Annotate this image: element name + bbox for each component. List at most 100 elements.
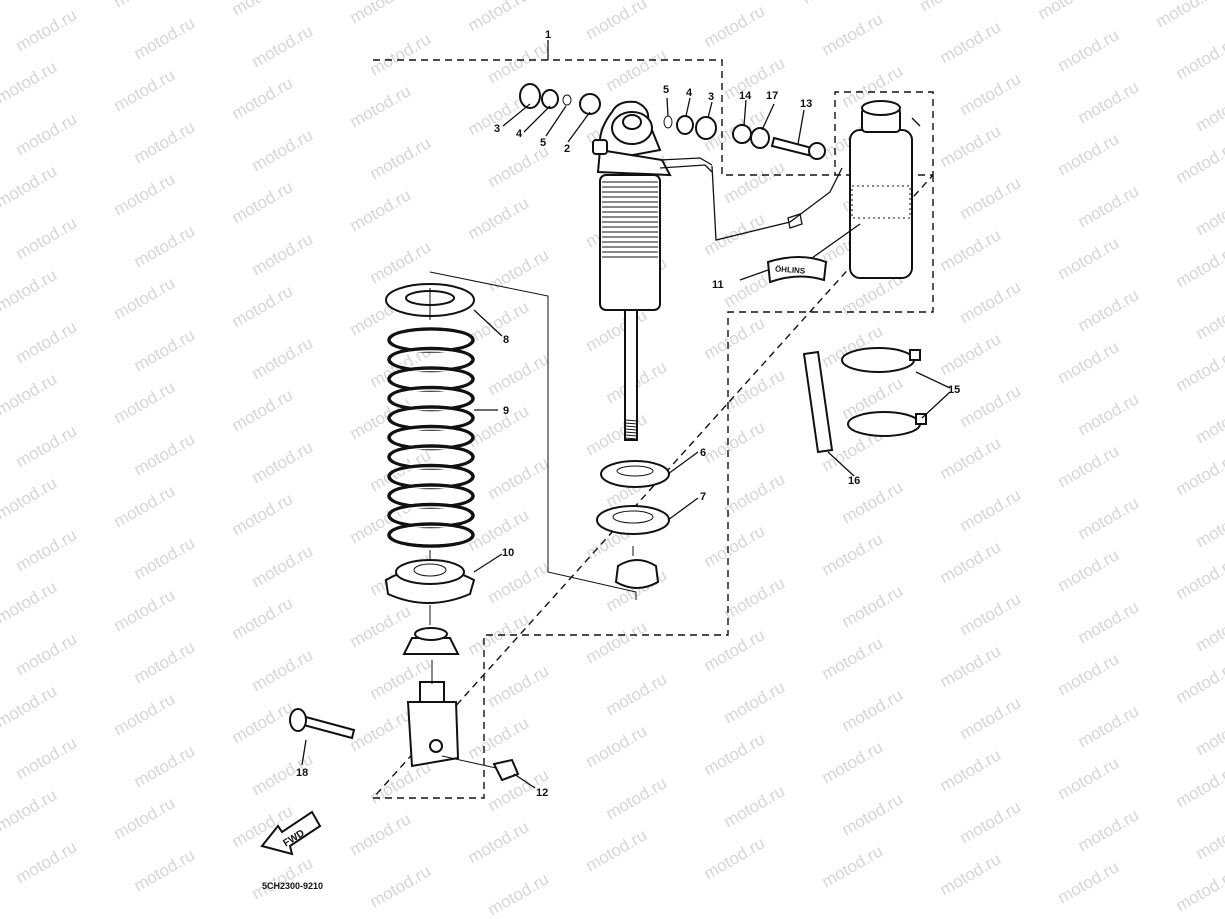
watermark-text: motod.ru [485, 37, 553, 87]
watermark-text: motod.ru [603, 45, 671, 95]
watermark-text: motod.ru [347, 809, 415, 859]
callout-12[interactable]: 12 [536, 787, 548, 799]
watermark-text: motod.ru [721, 781, 789, 831]
spring-coil-highlight [391, 408, 471, 428]
spring-coil-highlight [391, 486, 471, 506]
watermark-text: motod.ru [131, 221, 199, 271]
watermark-text: motod.ru [819, 529, 887, 579]
watermark-text: motod.ru [937, 329, 1005, 379]
watermark-text: motod.ru [465, 713, 533, 763]
watermark-text: motod.ru [819, 841, 887, 891]
spring-coil-highlight [391, 369, 471, 389]
watermark-text: motod.ru [1055, 337, 1123, 387]
damper-shaft [624, 309, 638, 441]
watermark-text: motod.ru [957, 485, 1025, 535]
watermark-text: motod.ru [131, 533, 199, 583]
watermark-text: motod.ru [1193, 397, 1225, 447]
watermark-text: motod.ru [465, 193, 533, 243]
watermark-text: motod.ru [1055, 753, 1123, 803]
watermark-text: motod.ru [347, 0, 415, 27]
watermark-text: motod.ru [701, 417, 769, 467]
callout-4[interactable]: 4 [516, 128, 523, 140]
shaft-thread-line [624, 428, 638, 431]
watermark-text: motod.ru [13, 525, 81, 575]
watermark-text: motod.ru [603, 773, 671, 823]
watermark-text: motod.ru [1075, 493, 1143, 543]
shock-body[interactable] [592, 100, 843, 311]
mount-bolt [289, 708, 356, 740]
watermark-text: motod.ru [937, 849, 1005, 899]
reservoir[interactable] [849, 100, 921, 279]
watermark-text: motod.ru [0, 265, 60, 315]
watermark-text: motod.ru [957, 693, 1025, 743]
callout-3[interactable]: 3 [494, 123, 500, 135]
watermark-text: motod.ru [485, 349, 553, 399]
watermark-text: motod.ru [0, 0, 60, 3]
callout-labels: 1 2 3 3 4 4 5 5 6 7 8 9 10 11 12 13 14 1… [296, 29, 960, 799]
watermark-text: motod.ru [0, 369, 60, 419]
callout-18[interactable]: 18 [296, 767, 308, 779]
shaft-thread-line [624, 422, 638, 425]
watermark-text: motod.ru [0, 785, 60, 835]
watermark-text: motod.ru [249, 645, 317, 695]
watermark-text: motod.ru [131, 637, 199, 687]
watermark-text: motod.ru [1055, 857, 1123, 907]
shaft-thread-line [624, 431, 638, 434]
watermark-text: motod.ru [1055, 25, 1123, 75]
watermark-text: motod.ru [13, 109, 81, 159]
ohlins-brand-text: ÖHLINS [775, 264, 806, 275]
callout-5[interactable]: 5 [663, 84, 669, 96]
callout-2[interactable]: 2 [564, 143, 570, 155]
watermark-text: motod.ru [819, 633, 887, 683]
watermark-text: motod.ru [1055, 649, 1123, 699]
watermark-text: motod.ru [249, 229, 317, 279]
watermark-text: motod.ru [937, 641, 1005, 691]
watermark-text: motod.ru [0, 681, 60, 731]
watermark-text: motod.ru [1173, 241, 1225, 291]
watermark-text: motod.ru [485, 557, 553, 607]
callout-9[interactable]: 9 [503, 405, 509, 417]
assembly-boundary [371, 59, 934, 799]
callout-5[interactable]: 5 [540, 137, 546, 149]
watermark-text: motod.ru [131, 13, 199, 63]
watermark-text: motod.ru [229, 489, 297, 539]
watermark-text: motod.ru [839, 685, 907, 735]
watermark-text: motod.ru [1035, 0, 1103, 23]
watermark-text: motod.ru [465, 401, 533, 451]
watermark-text: motod.ru [131, 325, 199, 375]
callout-15[interactable]: 15 [948, 384, 960, 396]
callout-3[interactable]: 3 [708, 91, 714, 103]
ring-nut-lower [596, 505, 670, 535]
watermark-text: motod.ru [819, 737, 887, 787]
callout-1[interactable]: 1 [545, 29, 551, 41]
watermark-text: motod.ru [347, 601, 415, 651]
callout-6[interactable]: 6 [700, 447, 706, 459]
watermark-text: motod.ru [721, 573, 789, 623]
watermark-text: motod.ru [229, 697, 297, 747]
watermark-text: motod.ru [701, 625, 769, 675]
callout-16[interactable]: 16 [848, 475, 860, 487]
watermark-text: motod.ru [839, 789, 907, 839]
callout-8[interactable]: 8 [503, 334, 509, 346]
watermark-text: motod.ru [367, 861, 435, 911]
watermark-text: motod.ru [111, 377, 179, 427]
watermark-text: motod.ru [1173, 345, 1225, 395]
callout-11[interactable]: 11 [712, 279, 724, 291]
watermark-text: motod.ru [839, 581, 907, 631]
callout-17[interactable]: 17 [766, 90, 778, 102]
callout-10[interactable]: 10 [502, 547, 514, 559]
callout-4[interactable]: 4 [686, 87, 693, 99]
watermark-text: motod.ru [1193, 501, 1225, 551]
watermark-text: motod.ru [111, 169, 179, 219]
spring-coil-highlight [391, 428, 471, 447]
watermark-text: motod.ru [347, 705, 415, 755]
watermark-text: motod.ru [229, 177, 297, 227]
ohlins-label-sticker: ÖHLINS [766, 256, 828, 284]
watermark-text: motod.ru [249, 437, 317, 487]
callout-14[interactable]: 14 [739, 90, 752, 102]
spring-coil-highlight [391, 330, 471, 350]
callout-7[interactable]: 7 [700, 491, 706, 503]
callout-13[interactable]: 13 [800, 98, 812, 110]
shaft-thread-line [624, 419, 638, 422]
watermark-text: motod.ru [1075, 805, 1143, 855]
